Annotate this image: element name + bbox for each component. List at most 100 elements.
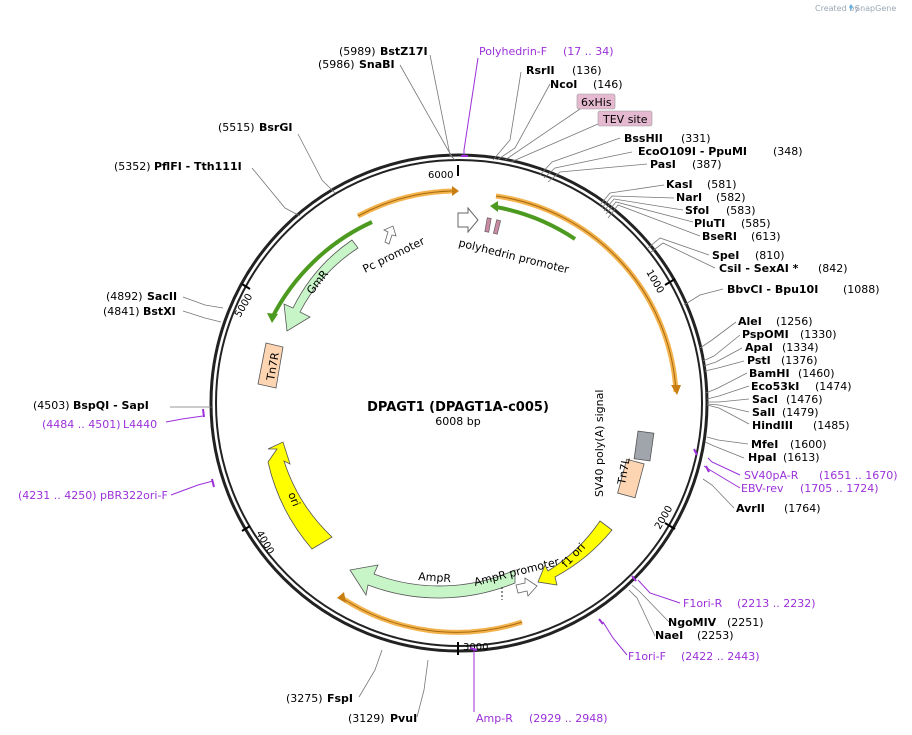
site-pos-bbvci: (1088) [843, 283, 880, 296]
polyhedrin-promoter-arrow [457, 206, 479, 234]
site-pos-apai: (1334) [782, 341, 819, 354]
tick-4000: 4000 [253, 529, 275, 557]
site-pos-bstxi: (4841) [103, 305, 140, 318]
site-name-csii: CsiI - SexAI * [719, 262, 799, 275]
site-name-bsrgi: BsrGI [259, 121, 292, 134]
primer-f1ori-r-range: (2213 .. 2232) [737, 597, 816, 610]
site-name-hpai: HpaI [748, 451, 777, 464]
site-pos-psti: (1376) [781, 354, 818, 367]
site-name-avrii: AvrII [736, 502, 765, 515]
site-name-nari: NarI [676, 191, 702, 204]
ampr-promoter-arrow [515, 577, 538, 597]
tn7l-feature [617, 458, 645, 499]
site-name-mfei: MfeI [751, 438, 778, 451]
6xhis-label: 6xHis [581, 96, 612, 109]
site-name-snabi: SnaBI [359, 58, 395, 71]
site-name-bsshii: BssHII [624, 132, 663, 145]
primer-pbr322ori-f-range: (4231 .. 4250) [18, 489, 97, 502]
primer-leader-lines [165, 57, 741, 712]
site-name-pspomi: PspOMI [742, 328, 789, 341]
site-pos-sacii: (4892) [106, 290, 143, 303]
site-pos-nari: (582) [716, 191, 746, 204]
tick-marks [241, 165, 676, 655]
brand-name: SnapGene [855, 4, 896, 13]
ampr-label: AmpR [418, 570, 452, 585]
site-name-psti: PstI [747, 354, 771, 367]
site-pos-bsshii: (331) [681, 132, 711, 145]
site-pos-bstz17i: (5989) [339, 45, 376, 58]
site-name-bstxi: BstXI [143, 305, 176, 318]
site-pos-eco0109i: (348) [773, 145, 803, 158]
boxed-feature-labels: 6xHis TEV site [504, 93, 653, 163]
site-pos-bspqi: (4503) [33, 399, 70, 412]
orf-arc-top-left [356, 188, 453, 219]
orf-arc-bottom [340, 595, 523, 635]
site-pos-mfei: (1600) [790, 438, 827, 451]
site-pos-ncoi: (146) [593, 78, 623, 91]
site-pos-bsrgi: (5515) [218, 121, 255, 134]
pc-promoter-label: Pc promoter [361, 234, 428, 275]
site-pos-hpai: (1613) [783, 451, 820, 464]
site-name-bamhi: BamHI [749, 367, 790, 380]
created-by-text: Created by [815, 4, 859, 13]
site-name-bspqi: BspQI - SapI [73, 399, 149, 412]
orf-arc-top-left-head [452, 186, 459, 196]
site-name-pflfi: PflFI - Tth111I [154, 160, 242, 173]
site-name-kasi: KasI [666, 178, 693, 191]
site-pos-snabi: (5986) [318, 58, 355, 71]
site-name-pluti: PluTI [694, 217, 725, 230]
site-pos-pspomi: (1330) [800, 328, 837, 341]
snapgene-logo-icon [849, 4, 853, 10]
site-name-spei: SpeI [712, 249, 739, 262]
primer-amp-r-range: (2929 .. 2948) [529, 712, 608, 725]
site-pos-pflfi: (5352) [114, 160, 151, 173]
6xhis-label-box [576, 93, 616, 110]
site-pos-naei: (2253) [697, 629, 734, 642]
site-name-bbvci: BbvCI - Bpu10I [727, 283, 818, 296]
tev-site-label-box [597, 110, 653, 127]
orf-arc-right [495, 193, 679, 393]
site-pos-kasi: (581) [707, 178, 737, 191]
tev-site-label: TEV site [602, 113, 648, 126]
primer-sv40pa-r-name: SV40pA-R [744, 469, 799, 482]
f1-ori-feature [537, 520, 613, 586]
site-name-bstz17i: BstZ17I [380, 45, 428, 58]
site-leader-lines [170, 54, 750, 718]
site-pos-pluti: (585) [741, 217, 771, 230]
primer-l4440-range: (4484 .. 4501) [42, 418, 121, 431]
green-arc-gmr [270, 220, 373, 319]
site-pos-alei: (1256) [776, 315, 813, 328]
site-name-eco0109i: EcoO109I - PpuMI [638, 145, 747, 158]
primer-polyhedrin-f-name: Polyhedrin-F [479, 45, 547, 58]
tn7r-label: Tn7R [264, 351, 282, 382]
pc-promoter-arrow [383, 225, 397, 245]
site-name-pvui: PvuI [390, 712, 417, 725]
site-pos-hindiii: (1485) [813, 419, 850, 432]
restriction-sites: (5989) BstZ17I (5986) SnaBI RsrII (136) … [33, 45, 880, 725]
site-name-sali: SalI [752, 406, 775, 419]
site-pos-spei: (810) [755, 249, 785, 262]
site-name-naei: NaeI [655, 629, 683, 642]
site-name-rsrii: RsrII [526, 64, 555, 77]
site-name-ngomiv: NgoMIV [668, 616, 717, 629]
site-pos-sfoi: (583) [726, 204, 756, 217]
gmr-gene [283, 239, 359, 332]
site-name-alei: AleI [738, 315, 762, 328]
tn7r-feature [257, 342, 284, 389]
plasmid-title: DPAGT1 (DPAGT1A-c005) [367, 400, 549, 415]
orf-arc-bottom-head [337, 592, 346, 603]
site-pos-fspi: (3275) [286, 692, 323, 705]
polyhedrin-promoter-label: polyhedrin promoter [457, 236, 570, 276]
site-name-sacii: SacII [147, 290, 177, 303]
tev-site-feature [493, 219, 501, 235]
site-name-fspi: FspI [327, 692, 353, 705]
tick-3000: 3000 [463, 642, 488, 653]
tn7l-label: Tn7L [615, 456, 633, 487]
primer-f1ori-r-name: F1ori-R [683, 597, 723, 610]
site-name-hindiii: HindIII [752, 419, 793, 432]
site-name-pasi: PasI [650, 158, 676, 171]
tick-1000: 1000 [643, 268, 665, 296]
site-name-bseri: BseRI [702, 230, 737, 243]
primer-f1ori-f-range: (2422 .. 2443) [681, 650, 760, 663]
